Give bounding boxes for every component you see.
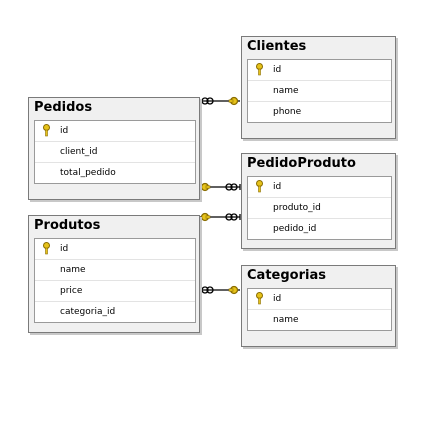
column-name: id: [60, 126, 69, 136]
table-produtos[interactable]: Produtos id name price categoria_id: [28, 215, 200, 333]
primary-key-icon: [43, 242, 50, 255]
column-row[interactable]: name: [248, 81, 391, 102]
column-row[interactable]: total_pedido: [35, 163, 195, 183]
column-name: produto_id: [273, 203, 321, 213]
primary-key-icon: [256, 292, 263, 305]
column-row[interactable]: id: [35, 239, 195, 260]
column-grid: id name phone: [247, 59, 392, 123]
column-grid: id name price categoria_id: [34, 238, 196, 323]
column-row[interactable]: id: [248, 289, 391, 310]
column-row[interactable]: client_id: [35, 142, 195, 163]
column-grid: id produto_id pedido_id: [247, 176, 392, 240]
column-row[interactable]: pedido_id: [248, 219, 391, 239]
column-row[interactable]: name: [248, 310, 391, 330]
column-row[interactable]: name: [35, 260, 195, 281]
column-name: name: [60, 265, 86, 275]
column-name: price: [60, 286, 83, 296]
column-row[interactable]: phone: [248, 102, 391, 122]
column-grid: id name: [247, 288, 392, 331]
relationship-pedidos-clientes: [198, 96, 240, 106]
key-end-icon: [200, 212, 211, 222]
column-name: id: [60, 244, 69, 254]
table-categorias[interactable]: Categorias id name: [241, 265, 396, 347]
column-name: phone: [273, 107, 302, 117]
table-title: Produtos: [34, 218, 101, 233]
column-name: id: [273, 65, 282, 75]
primary-key-icon: [256, 63, 263, 76]
relationship-produtos-categorias: [198, 285, 240, 295]
column-name: client_id: [60, 147, 98, 157]
column-row[interactable]: price: [35, 281, 195, 302]
table-pedidos[interactable]: Pedidos id client_id total_pedido: [28, 97, 200, 200]
primary-key-icon: [256, 180, 263, 193]
column-name: pedido_id: [273, 224, 317, 234]
relationship-produtos-pedidoproduto: [199, 212, 241, 222]
table-clientes[interactable]: Clientes id name phone: [241, 36, 396, 139]
column-name: id: [273, 182, 282, 192]
table-title: Categorias: [247, 268, 326, 283]
table-title: Clientes: [247, 39, 307, 54]
column-name: name: [273, 86, 299, 96]
column-row[interactable]: id: [248, 177, 391, 198]
column-name: id: [273, 294, 282, 304]
key-end-icon: [228, 96, 239, 106]
column-row[interactable]: produto_id: [248, 198, 391, 219]
column-row[interactable]: categoria_id: [35, 302, 195, 322]
column-name: name: [273, 315, 299, 325]
table-title: Pedidos: [34, 100, 93, 115]
column-row[interactable]: id: [248, 60, 391, 81]
column-name: categoria_id: [60, 307, 116, 317]
column-grid: id client_id total_pedido: [34, 120, 196, 184]
table-title: PedidoProduto: [247, 156, 356, 171]
column-row[interactable]: id: [35, 121, 195, 142]
key-end-icon: [228, 285, 239, 295]
key-end-icon: [200, 182, 211, 192]
column-name: total_pedido: [60, 168, 116, 178]
primary-key-icon: [43, 124, 50, 137]
table-pedidoproduto[interactable]: PedidoProduto id produto_id pedido_id: [241, 153, 396, 249]
relationship-pedidos-pedidoproduto: [199, 182, 241, 192]
